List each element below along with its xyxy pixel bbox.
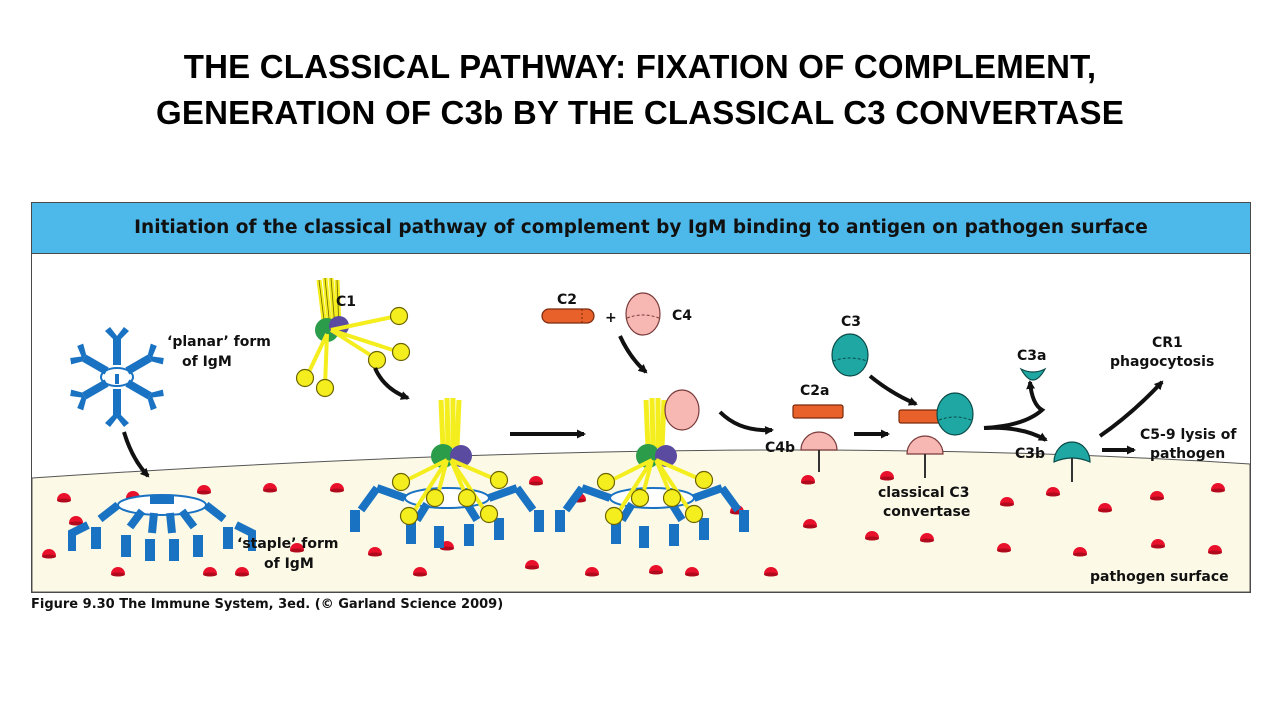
arrow-icon — [868, 374, 918, 406]
label-c3a: C3a — [1017, 348, 1046, 364]
figure-caption: Figure 9.30 The Immune System, 3ed. (© G… — [31, 597, 504, 612]
label-c4b: C4b — [765, 440, 795, 456]
c4-icon — [625, 292, 661, 336]
arrow-icon — [373, 367, 410, 400]
igm-c1-bound-icon — [350, 397, 544, 548]
label-c1: C1 — [336, 294, 356, 310]
pathway-illustration: ‘planar’ form of IgM ‘staple’ form of Ig… — [32, 277, 1250, 592]
label-c2: C2 — [557, 292, 577, 308]
label-staple-line1: ‘staple’ form — [237, 536, 339, 552]
c2-icon — [541, 308, 595, 324]
igm-planar-icon — [70, 327, 164, 427]
label-c3: C3 — [841, 314, 861, 330]
label-cr1-line2: phagocytosis — [1110, 354, 1214, 370]
c3b-icon — [1053, 441, 1091, 482]
label-pathogen-surface: pathogen surface — [1090, 569, 1229, 585]
label-c2a: C2a — [800, 383, 829, 399]
arrow-icon — [122, 431, 150, 478]
arrow-icon — [983, 425, 1048, 442]
figure-panel: Initiation of the classical pathway of c… — [31, 202, 1251, 593]
label-plus: + — [605, 310, 617, 326]
arrow-icon — [983, 380, 1046, 430]
arrow-icon — [1098, 380, 1164, 438]
igm-staple-icon — [68, 494, 256, 561]
label-c3b: C3b — [1015, 446, 1045, 462]
arrow-icon — [718, 410, 774, 435]
slide-title-line1: THE CLASSICAL PATHWAY: FIXATION OF COMPL… — [183, 48, 1097, 85]
slide-title-line2: GENERATION OF C3b BY THE CLASSICAL C3 CO… — [156, 94, 1124, 131]
c4b-c2a-icon — [792, 404, 844, 472]
arrow-icon — [618, 335, 648, 374]
slide-title: THE CLASSICAL PATHWAY: FIXATION OF COMPL… — [0, 44, 1280, 136]
c3-icon — [831, 333, 869, 377]
label-lysis-line2: pathogen — [1150, 446, 1225, 462]
label-convertase-line1: classical C3 — [878, 485, 969, 501]
label-cr1-line1: CR1 — [1152, 335, 1183, 351]
c3-convertase-icon — [898, 392, 974, 478]
label-convertase-line2: convertase — [883, 504, 970, 520]
label-staple-line2: of IgM — [264, 556, 314, 572]
figure-banner: Initiation of the classical pathway of c… — [32, 203, 1250, 254]
label-c4: C4 — [672, 308, 692, 324]
label-lysis-line1: C5-9 lysis of — [1140, 427, 1237, 443]
banner-text: Initiation of the classical pathway of c… — [134, 217, 1148, 238]
igm-c1-c4-bound-icon — [555, 389, 749, 548]
c3a-icon — [1019, 367, 1047, 381]
c1-complex-icon — [295, 277, 411, 398]
label-planar-line2: of IgM — [182, 354, 232, 370]
label-planar-line1: ‘planar’ form — [167, 334, 271, 350]
